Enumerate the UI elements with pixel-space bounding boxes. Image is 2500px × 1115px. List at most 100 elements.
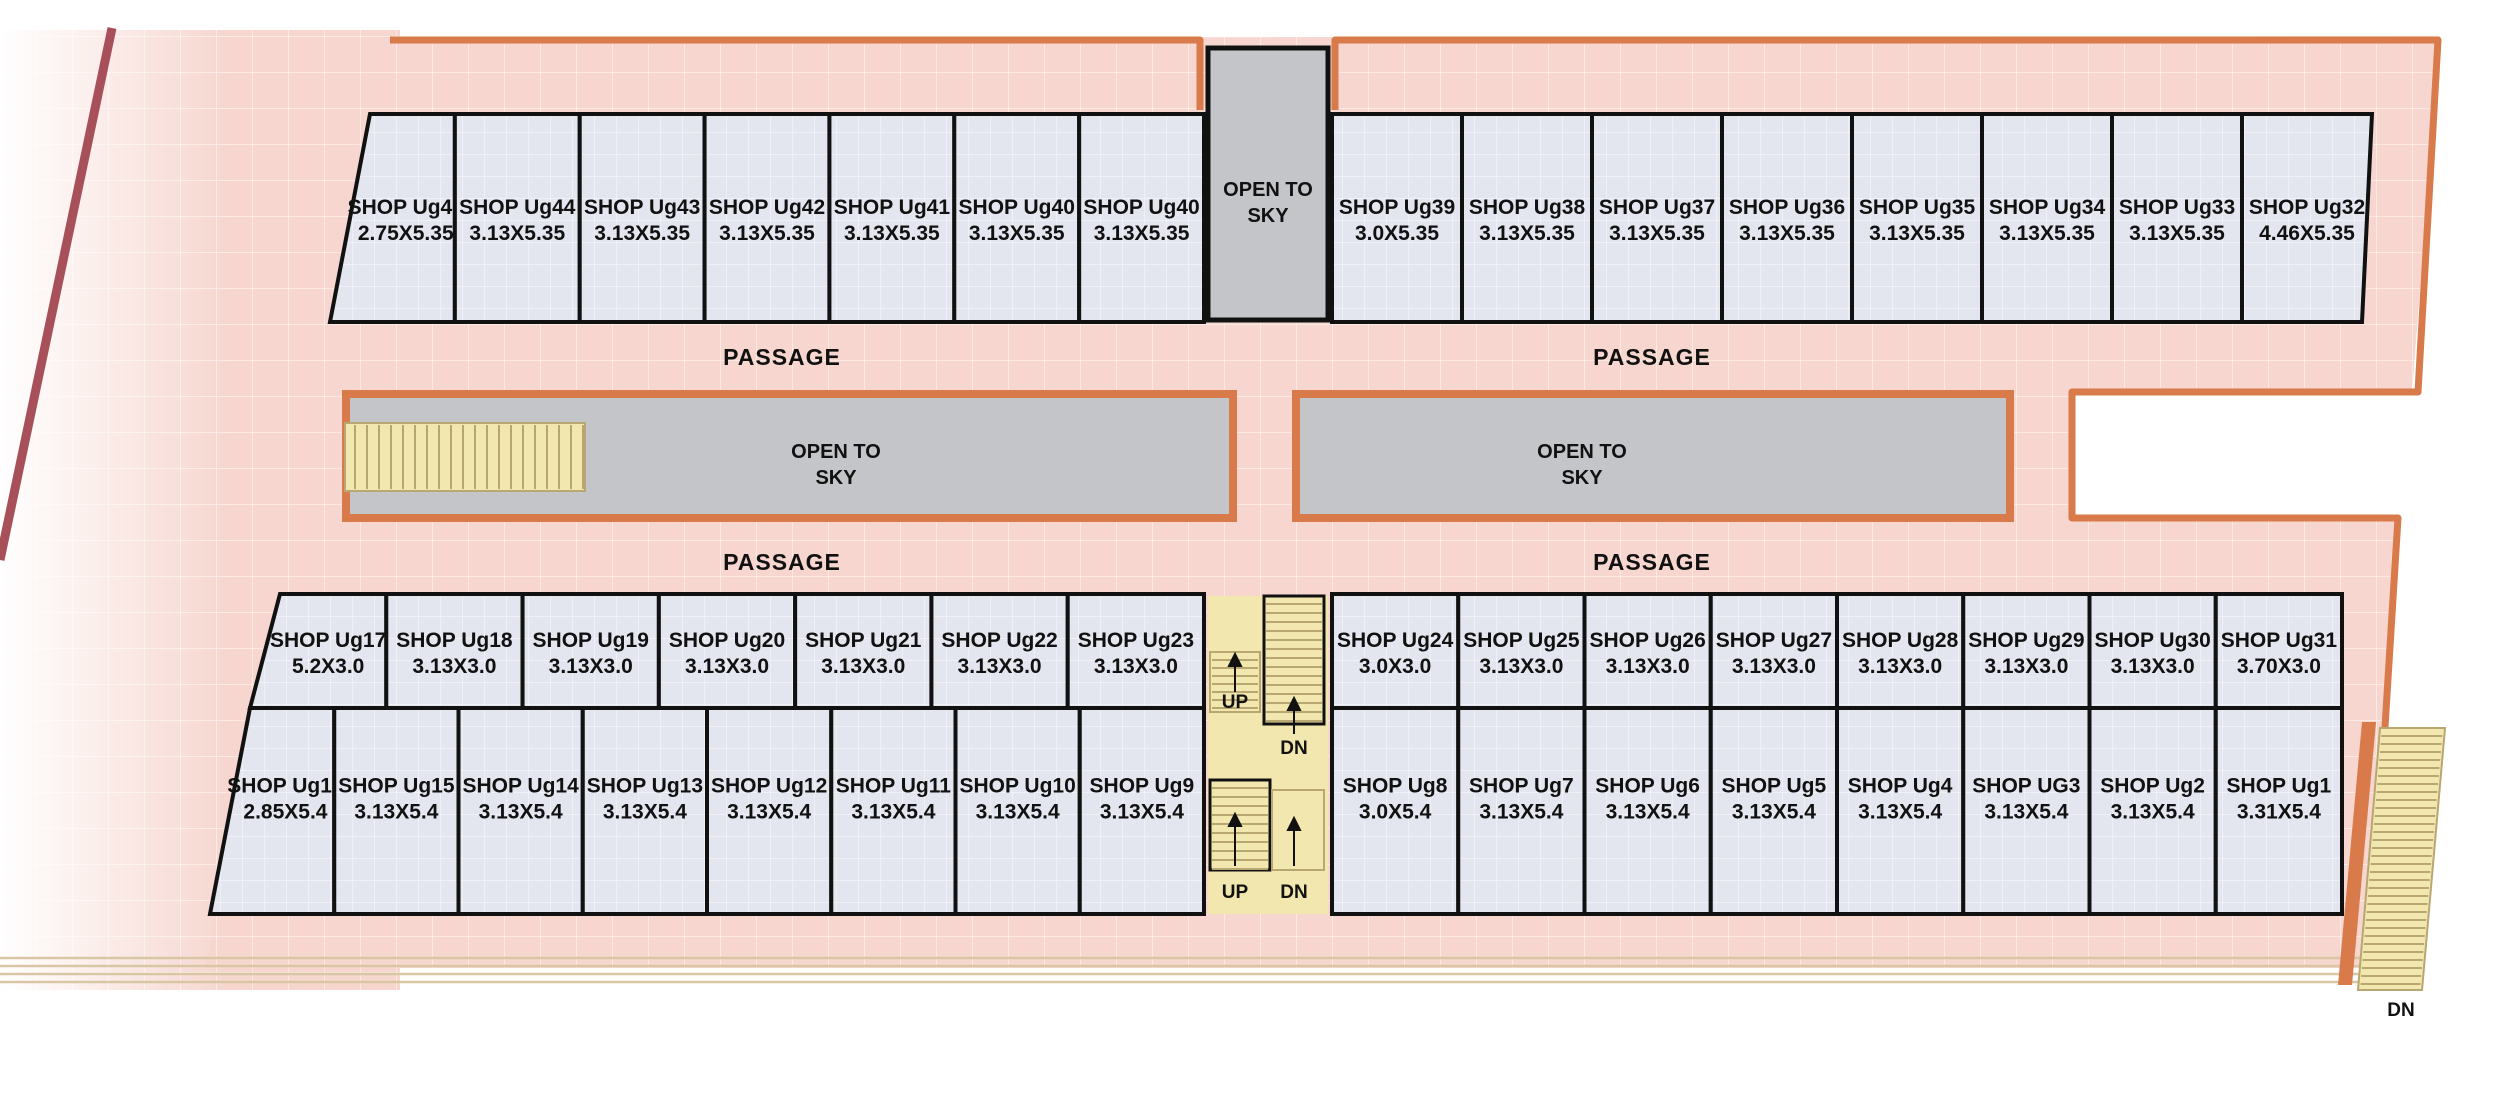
- shop-name: SHOP Ug1: [2227, 775, 2332, 798]
- shop-unit[interactable]: [929, 592, 1070, 710]
- shop-unit[interactable]: [1582, 592, 1713, 710]
- shop-name: SHOP Ug38: [1469, 196, 1586, 219]
- passage-label-bottom-left: PASSAGE: [723, 549, 841, 575]
- open-to-sky-right: [1300, 398, 2006, 514]
- open-to-sky-top-line1: OPEN TO: [1223, 179, 1313, 201]
- shop-size: 3.0X5.35: [1355, 222, 1439, 245]
- boundary-lines: [0, 956, 2360, 984]
- shop-unit[interactable]: [1850, 112, 1984, 324]
- shop-name: SHOP Ug22: [941, 629, 1057, 652]
- shop-unit[interactable]: [705, 706, 834, 916]
- shop-size: 3.13X5.4: [603, 801, 687, 824]
- shop-unit[interactable]: [702, 112, 832, 324]
- shop-unit[interactable]: [332, 706, 461, 916]
- label-dn-external: DN: [2387, 1000, 2414, 1021]
- shop-name: SHOP Ug41: [834, 196, 951, 219]
- shop-unit[interactable]: [1708, 706, 1839, 916]
- shop-name: SHOP Ug20: [669, 629, 785, 652]
- shop-name: SHOP Ug5: [1722, 775, 1827, 798]
- shop-unit[interactable]: [1077, 112, 1206, 324]
- shop-unit[interactable]: [1330, 706, 1461, 916]
- shop-unit[interactable]: [829, 706, 958, 916]
- shop-size: 3.31X5.4: [2237, 801, 2321, 824]
- shop-unit[interactable]: [1065, 592, 1206, 710]
- shop-unit[interactable]: [1456, 592, 1587, 710]
- shop-name: SHOP Ug37: [1599, 196, 1715, 219]
- shop-name: SHOP Ug24: [1337, 629, 1454, 652]
- shop-unit[interactable]: [2240, 112, 2375, 324]
- shop-name: SHOP Ug28: [1842, 629, 1959, 652]
- shop-unit[interactable]: [1720, 112, 1854, 324]
- shop-name: SHOP Ug31: [2221, 629, 2338, 652]
- shop-unit[interactable]: [384, 592, 525, 710]
- shop-unit[interactable]: [1330, 592, 1461, 710]
- shop-size: 3.13X5.35: [1999, 222, 2095, 245]
- outer-wall: [390, 36, 2442, 969]
- shop-name: SHOP Ug19: [533, 629, 649, 652]
- stair-left-treads: [354, 425, 584, 489]
- shop-name: SHOP Ug27: [1716, 629, 1832, 652]
- shop-unit[interactable]: [1590, 112, 1724, 324]
- shop-size: 3.13X3.0: [549, 655, 633, 678]
- shop-unit[interactable]: [1980, 112, 2114, 324]
- shop-unit[interactable]: [577, 112, 707, 324]
- shop-unit[interactable]: [2213, 706, 2344, 916]
- shop-name: SHOP Ug16: [227, 775, 343, 798]
- shop-name: SHOP Ug39: [1339, 196, 1455, 219]
- shop-name: SHOP Ug42: [709, 196, 825, 219]
- shop-size: 3.13X5.35: [969, 222, 1065, 245]
- shop-size: 3.70X3.0: [2237, 655, 2321, 678]
- shop-name: SHOP Ug33: [2119, 196, 2235, 219]
- shop-unit[interactable]: [1835, 592, 1966, 710]
- shop-size: 3.13X5.4: [1858, 801, 1942, 824]
- shop-unit[interactable]: [1582, 706, 1713, 916]
- shop-size: 3.13X3.0: [1479, 655, 1563, 678]
- label-up-bottom: UP: [1222, 882, 1249, 903]
- open-to-sky-left-line2: SKY: [815, 467, 857, 489]
- shop-name: SHOP Ug36: [1729, 196, 1845, 219]
- shop-unit[interactable]: [580, 706, 709, 916]
- shop-unit[interactable]: [1077, 706, 1206, 916]
- shop-name: SHOP Ug9: [1090, 775, 1195, 798]
- shop-unit[interactable]: [1460, 112, 1594, 324]
- shop-unit[interactable]: [1835, 706, 1966, 916]
- shop-unit[interactable]: [2213, 592, 2344, 710]
- shop-name: SHOP Ug8: [1343, 775, 1448, 798]
- shop-unit[interactable]: [953, 706, 1082, 916]
- shop-unit[interactable]: [1961, 706, 2092, 916]
- shop-name: SHOP Ug2: [2100, 775, 2205, 798]
- shop-size: 5.2X3.0: [292, 655, 364, 678]
- shop-size: 3.13X3.0: [821, 655, 905, 678]
- shop-name: SHOP Ug4: [1848, 775, 1953, 798]
- shop-name: SHOP Ug13: [587, 775, 703, 798]
- shop-name: SHOP Ug32: [2249, 196, 2365, 219]
- shop-name: SHOP Ug45: [348, 196, 465, 219]
- shop-name: SHOP Ug35: [1859, 196, 1976, 219]
- shop-size: 3.13X5.35: [844, 222, 940, 245]
- shop-size: 3.13X5.35: [594, 222, 690, 245]
- shop-size: 3.13X5.4: [727, 801, 811, 824]
- shop-name: SHOP Ug14: [462, 775, 579, 798]
- shop-name: SHOP Ug10: [959, 775, 1075, 798]
- shop-size: 3.13X3.0: [1094, 655, 1178, 678]
- shop-unit[interactable]: [2087, 592, 2218, 710]
- shop-name: SHOP Ug21: [805, 629, 922, 652]
- shop-size: 3.13X3.0: [685, 655, 769, 678]
- open-to-sky-left-line1: OPEN TO: [791, 441, 881, 463]
- shop-name: SHOP Ug34: [1989, 196, 2106, 219]
- shop-size: 2.75X5.35: [358, 222, 454, 245]
- shop-name: SHOP Ug15: [338, 775, 455, 798]
- shop-unit[interactable]: [952, 112, 1082, 324]
- shop-size: 3.13X5.4: [1984, 801, 2068, 824]
- shop-size: 3.13X5.4: [1606, 801, 1690, 824]
- shop-name: SHOP UG3: [1972, 775, 2080, 798]
- shop-unit[interactable]: [827, 112, 957, 324]
- shop-size: 3.13X5.4: [1479, 801, 1563, 824]
- shop-unit[interactable]: [793, 592, 934, 710]
- shop-unit[interactable]: [456, 706, 585, 916]
- shop-unit[interactable]: [2087, 706, 2218, 916]
- shop-size: 3.13X5.35: [719, 222, 815, 245]
- shop-size: 3.13X5.4: [976, 801, 1060, 824]
- shop-unit[interactable]: [1330, 112, 1464, 324]
